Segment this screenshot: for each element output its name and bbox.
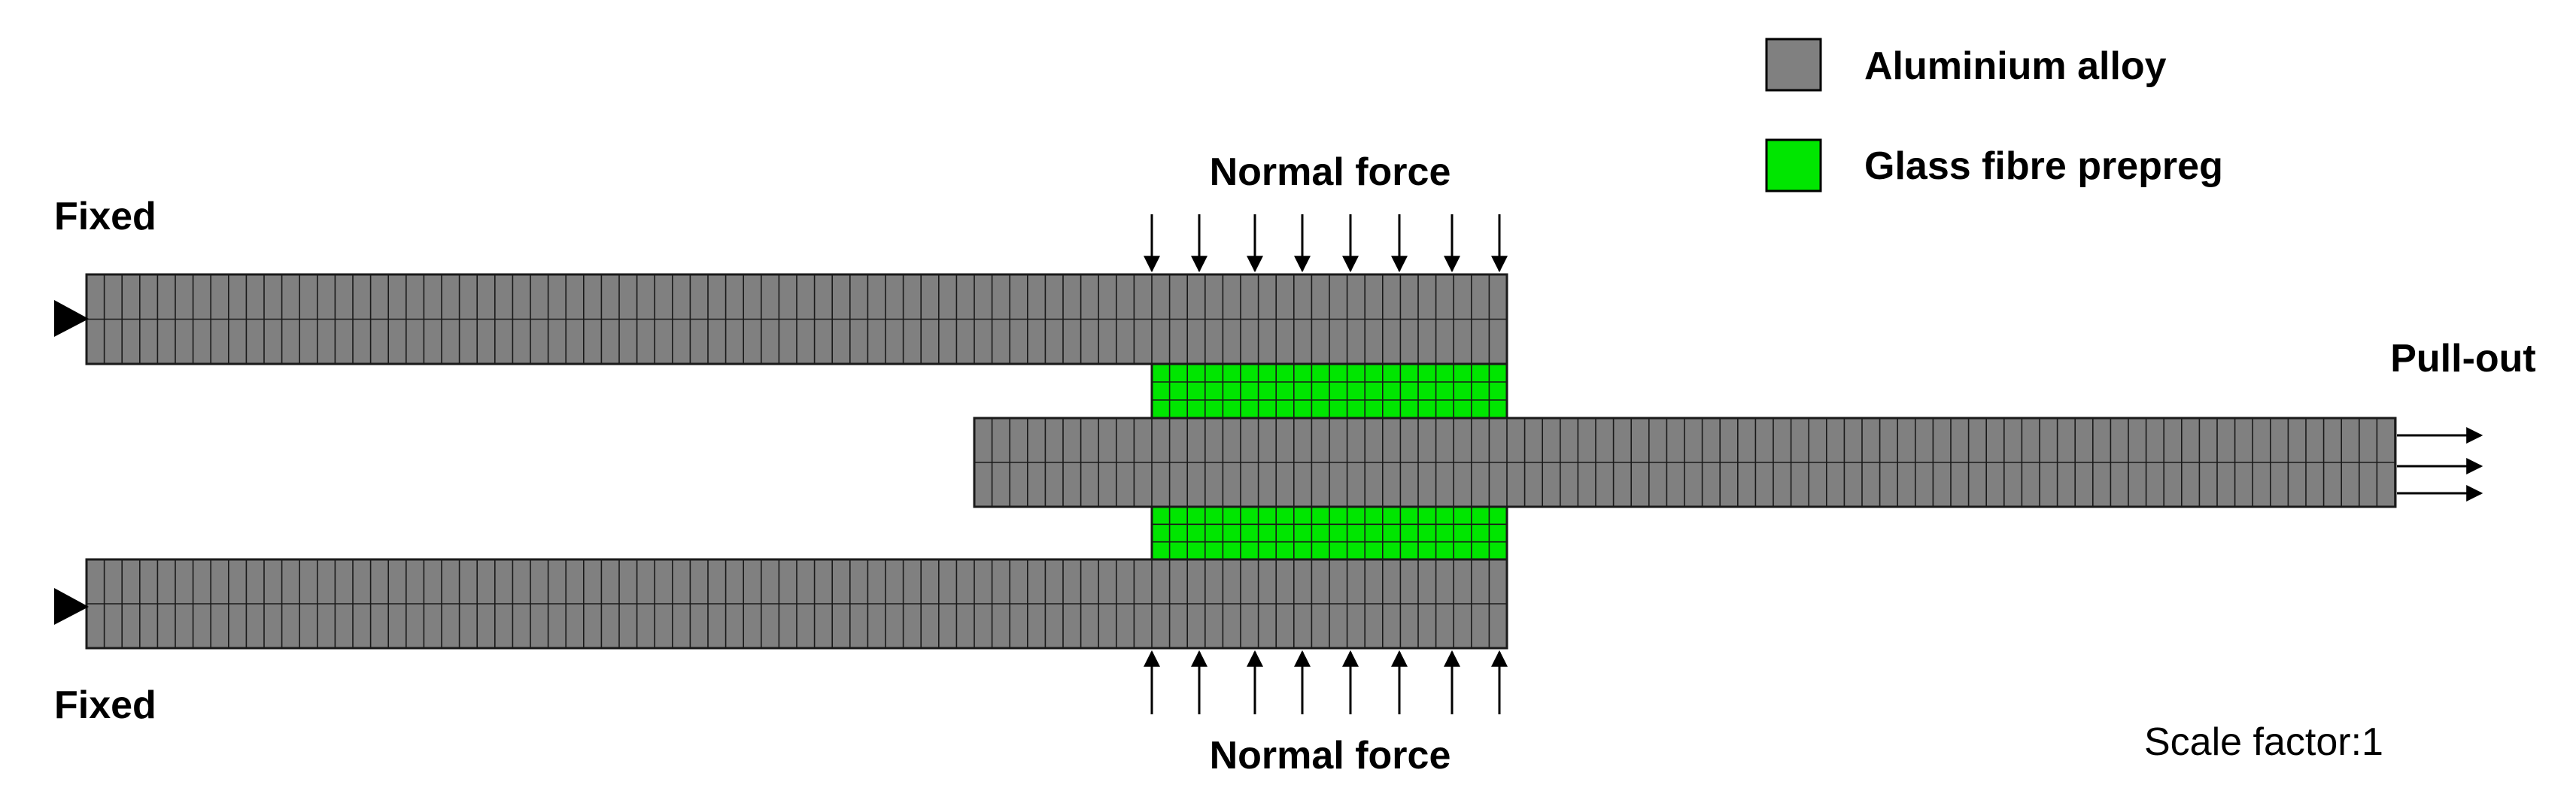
- normal-force-bottom-label: Normal force: [1210, 734, 1451, 777]
- fixed-support-top: [54, 300, 89, 337]
- aluminium-middle-strip: [973, 417, 2397, 508]
- normal-force-top-label: Normal force: [1210, 150, 1451, 194]
- aluminium-bottom-strip: [85, 558, 1508, 650]
- aluminium-top-strip: [85, 273, 1508, 365]
- fixed-bottom-label: Fixed: [54, 683, 156, 727]
- legend-label-aluminium: Aluminium alloy: [1864, 44, 2167, 88]
- legend-swatch-glass: [1765, 138, 1822, 192]
- mesh-layer: [85, 273, 2397, 650]
- legend-label-glass: Glass fibre prepreg: [1864, 144, 2223, 188]
- arrow-layer: [54, 214, 2483, 714]
- glass-lower-layer: [1150, 505, 1508, 561]
- legend-swatch-aluminium: [1765, 38, 1822, 92]
- pull-out-label: Pull-out: [2390, 337, 2536, 380]
- fixed-top-label: Fixed: [54, 195, 156, 238]
- fixed-support-bottom: [54, 588, 89, 625]
- scale-factor-label: Scale factor:1: [2144, 720, 2383, 764]
- glass-upper-layer: [1150, 362, 1508, 420]
- legend: Aluminium alloy Glass fibre prepreg: [1765, 38, 2223, 192]
